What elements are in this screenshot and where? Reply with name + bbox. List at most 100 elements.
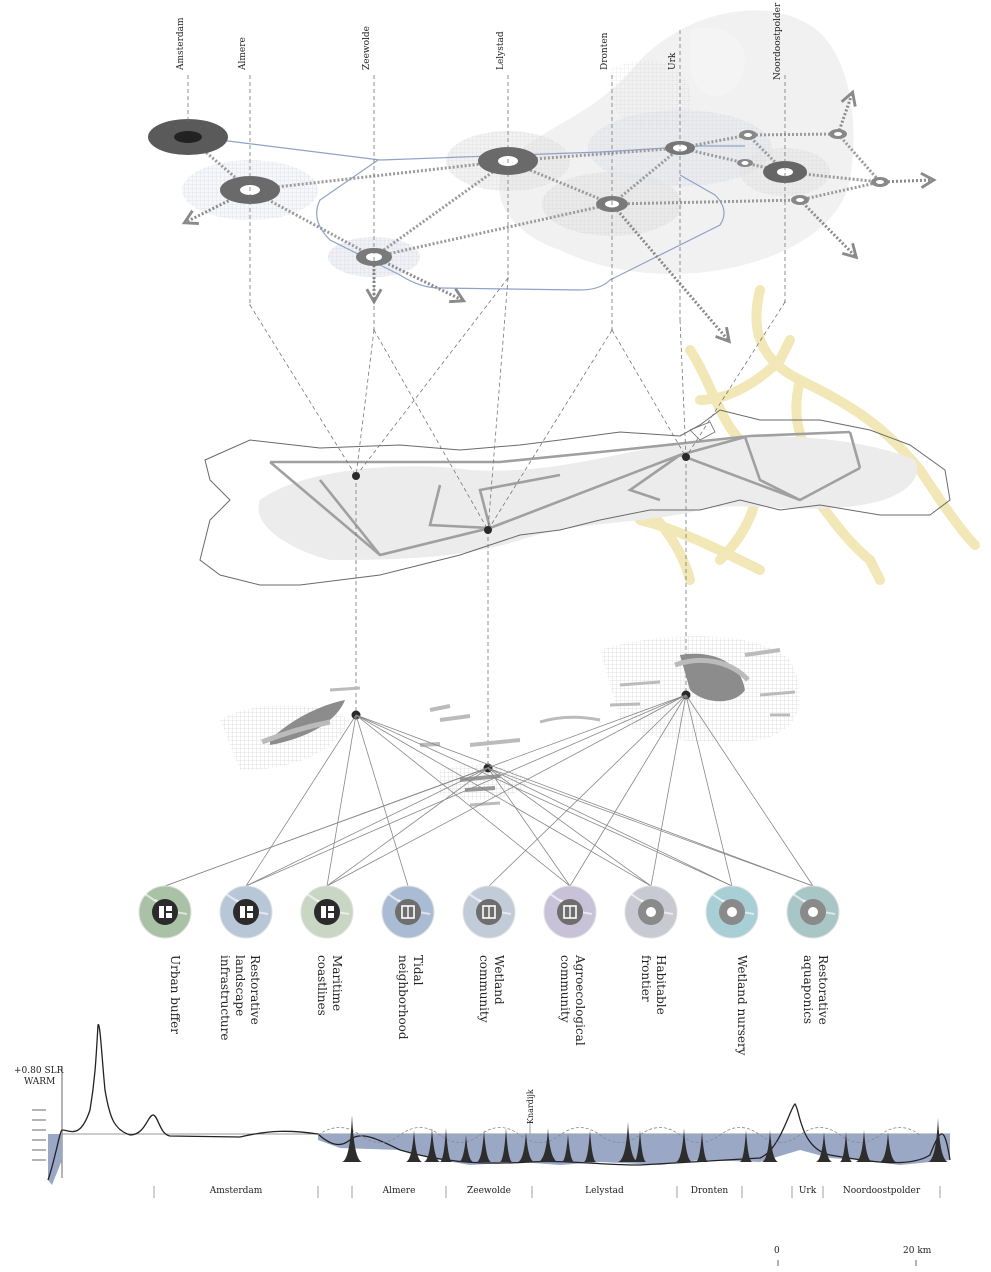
section-annotation-knardijk: Knardijk	[526, 1089, 535, 1124]
fan-line	[650, 694, 687, 887]
section-dike-spike	[618, 1122, 638, 1162]
city-label-almere: Almere	[238, 37, 248, 70]
fan-line	[245, 767, 489, 887]
fan-line	[355, 714, 652, 887]
map-point-lelystad	[484, 526, 492, 534]
fan-line	[487, 767, 652, 887]
typology-icon-0	[138, 885, 192, 939]
section-water-left	[48, 1134, 62, 1185]
typology-label-wetland-nursery: Wetland nursery	[735, 955, 749, 1056]
section-dike-spike	[762, 1130, 778, 1162]
section-dividers	[153, 1122, 941, 1198]
typology-label-restorative-aquaponics: Restorative aquaponics	[801, 955, 830, 1025]
fan-line	[488, 694, 687, 887]
network-diagram	[148, 10, 937, 344]
route-outline-blue	[219, 139, 745, 291]
fan-line	[164, 694, 687, 887]
section-region-zeewolde: Zeewolde	[467, 1186, 511, 1196]
section-dike-spike	[634, 1130, 646, 1162]
typology-icon-8	[786, 885, 840, 939]
section-dike-spike	[840, 1132, 852, 1162]
section-legend-scenario: WARM	[24, 1077, 56, 1087]
typology-icon-5	[543, 885, 597, 939]
section-region-almere: Almere	[382, 1186, 416, 1196]
section-dike-spike	[538, 1128, 558, 1162]
fan-line	[685, 694, 814, 887]
section-dike-spike	[696, 1132, 708, 1162]
typology-icon-4	[462, 885, 516, 939]
section-dike-spike	[740, 1130, 752, 1162]
fan-line	[487, 767, 571, 887]
scale-bar	[777, 1260, 917, 1266]
section-region-noordoostpolder: Noordoostpolder	[842, 1186, 921, 1196]
section-dike-spike	[856, 1130, 872, 1162]
section-legend-slr: +0.80 SLR	[14, 1066, 64, 1076]
map-land-fill	[258, 436, 918, 560]
node-noordoostpolder	[763, 161, 807, 183]
typology-label-maritime-coastlines: Maritime coastlines	[315, 955, 344, 1016]
polder-map	[199, 285, 980, 586]
fan-line	[487, 767, 814, 887]
section-dike-spike	[880, 1132, 896, 1162]
section-dike-spike	[477, 1130, 491, 1162]
fan-line	[326, 714, 357, 887]
typology-label-agroecological: Agroecological community	[558, 955, 587, 1046]
fan-line	[355, 714, 814, 887]
typology-icon-1	[219, 885, 273, 939]
typology-icon-6	[624, 885, 678, 939]
scale-end-label: 20 km	[903, 1246, 932, 1256]
typology-icon-7	[705, 885, 759, 939]
section-water-main	[318, 1134, 950, 1165]
section-dike-spike	[928, 1118, 948, 1162]
typology-label-urban-buffer: Urban buffer	[168, 955, 182, 1035]
section-region-lelystad: Lelystad	[585, 1186, 624, 1196]
fan-line	[569, 694, 687, 887]
section-dike-spike	[562, 1134, 574, 1162]
typology-label-restorative-landscape: Restorative landscape infrastructure	[218, 955, 262, 1041]
fan-line	[326, 694, 687, 887]
fan-line	[355, 714, 733, 887]
section-profile	[32, 1024, 951, 1185]
fan-line	[326, 767, 489, 887]
section-dike-spike	[584, 1130, 596, 1162]
city-label-urk: Urk	[668, 52, 678, 70]
section-region-urk: Urk	[798, 1186, 817, 1196]
typology-label-wetland-community: Wetland community	[477, 955, 506, 1023]
fan-line	[355, 714, 409, 887]
section-dike-spike	[816, 1132, 832, 1162]
city-label-dronten: Dronten	[600, 32, 610, 70]
city-label-noordoostpolder: Noordoostpolder	[773, 2, 783, 80]
typology-icons	[138, 885, 840, 939]
city-label-zeewolde: Zeewolde	[362, 26, 372, 70]
section-ground-line	[47, 1024, 951, 1181]
node-urk	[665, 141, 695, 155]
map-outline	[199, 409, 951, 586]
typology-label-tidal-neighborhood: Tidal neighborhood	[396, 955, 425, 1040]
section-region-dronten: Dronten	[690, 1186, 729, 1196]
typology-label-habitable-frontier: Habitable frontier	[639, 955, 668, 1015]
section-dike-spike	[676, 1128, 692, 1162]
section-region-amsterdam: Amsterdam	[209, 1186, 263, 1196]
fan-line	[245, 694, 687, 887]
node-amsterdam	[148, 119, 228, 155]
fan-line	[685, 694, 733, 887]
projection-lines-upper	[249, 277, 786, 768]
section-dike-spike	[406, 1130, 422, 1162]
fan-line	[487, 767, 733, 887]
map-point-urk	[682, 453, 690, 461]
section-dike-spike	[440, 1128, 452, 1162]
city-label-lelystad: Lelystad	[496, 31, 506, 70]
landscape-fragments	[220, 636, 800, 807]
map-point-zeewolde	[352, 472, 360, 480]
fan-line	[245, 714, 357, 887]
typology-icon-3	[381, 885, 435, 939]
section-dike-spike	[518, 1132, 534, 1162]
scale-start-label: 0	[774, 1246, 780, 1256]
section-dike-spike	[342, 1115, 362, 1162]
fan-line	[355, 714, 571, 887]
section-dike-spike	[500, 1128, 512, 1162]
typology-fan-lines	[164, 694, 814, 887]
typology-icon-2	[300, 885, 354, 939]
